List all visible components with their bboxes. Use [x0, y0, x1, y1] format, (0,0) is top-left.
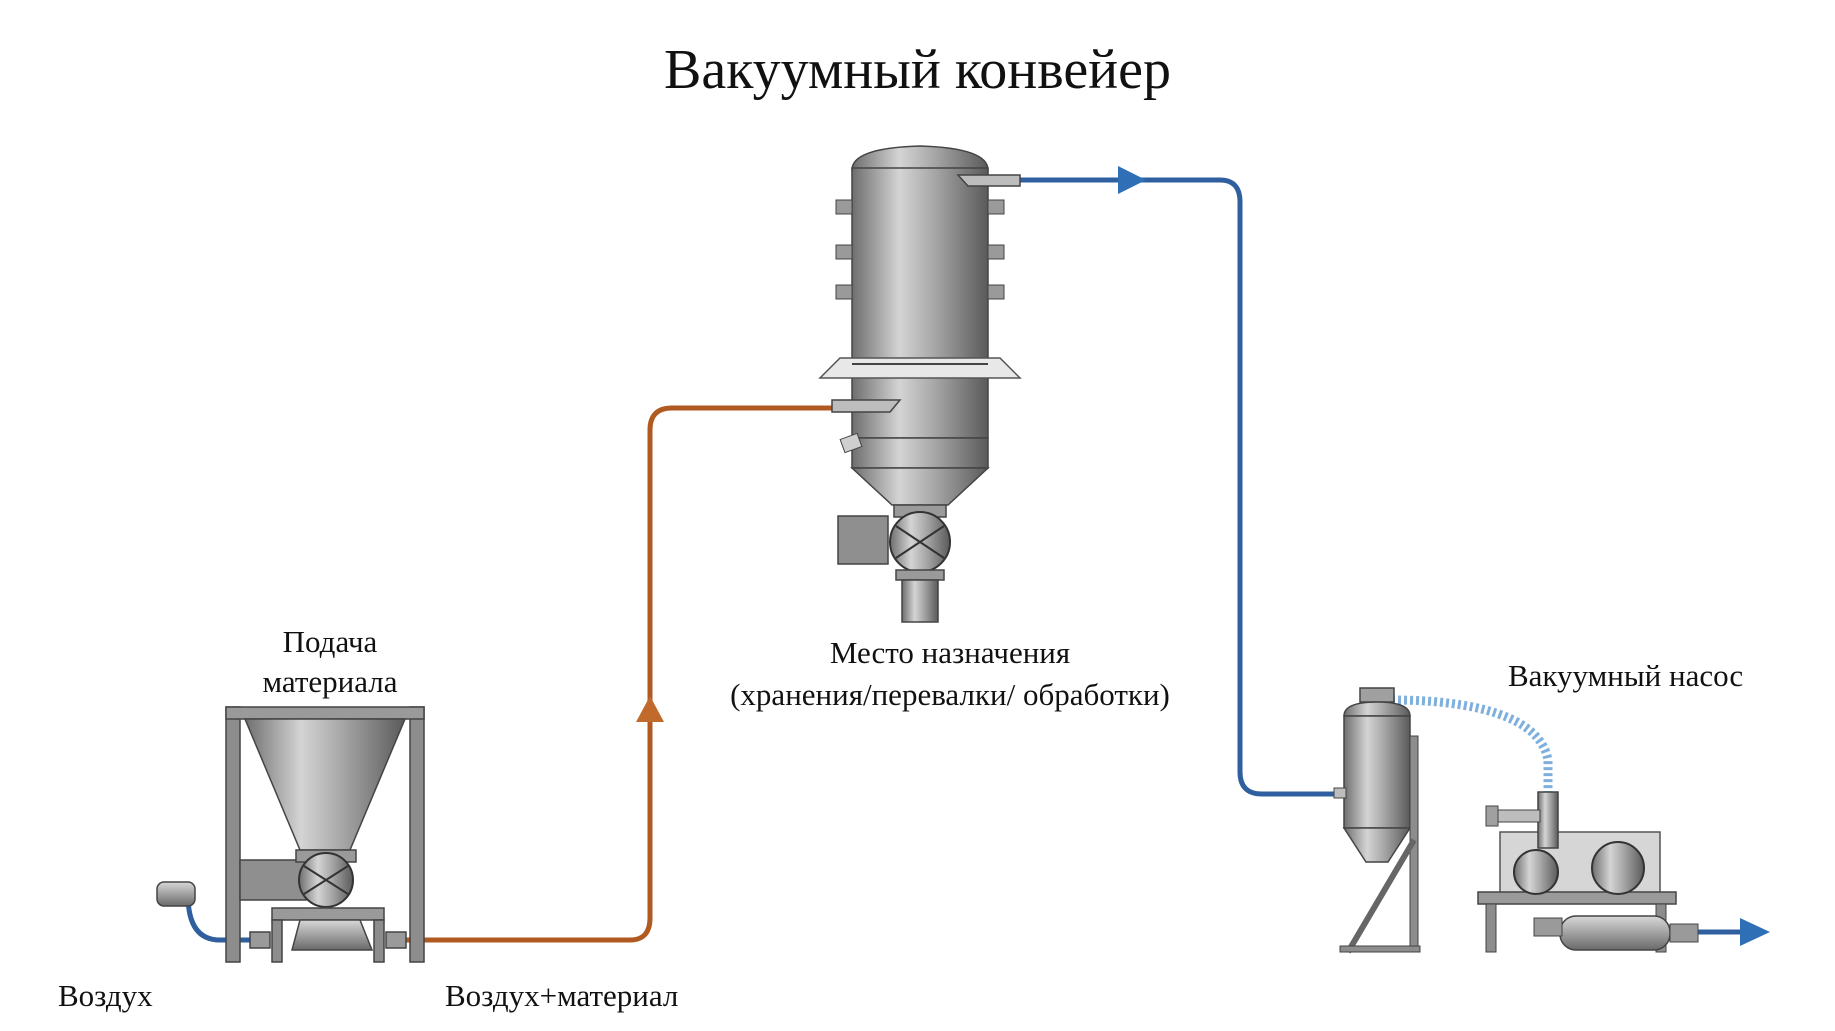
page-title: Вакуумный конвейер: [663, 39, 1171, 101]
flow-arrow-vacuum: [1118, 166, 1146, 194]
air-label: Воздух: [58, 978, 153, 1013]
feed-label-line1: Подача: [282, 624, 378, 659]
feed-station-label: Подача материала: [240, 622, 420, 702]
destination-label-line2: (хранения/перевалки/ обработки): [730, 677, 1170, 712]
air-material-label: Воздух+материал: [445, 978, 679, 1013]
destination-label: Место назначения (хранения/перевалки/ об…: [660, 632, 1240, 716]
vacuum-pump-label: Вакуумный насос: [1508, 658, 1744, 693]
feed-station: [156, 706, 425, 963]
vacuum-pump-unit: [1333, 687, 1699, 954]
flexible-hose: [1391, 695, 1553, 800]
destination-label-line1: Место назначения: [829, 635, 1071, 670]
material-pipe: [400, 405, 840, 943]
flow-arrow-exhaust: [1740, 918, 1770, 946]
destination-vessel: [818, 145, 1022, 623]
vacuum-line: [1020, 177, 1340, 797]
flow-arrow-material: [636, 696, 664, 722]
feed-label-line2: материала: [262, 664, 398, 699]
